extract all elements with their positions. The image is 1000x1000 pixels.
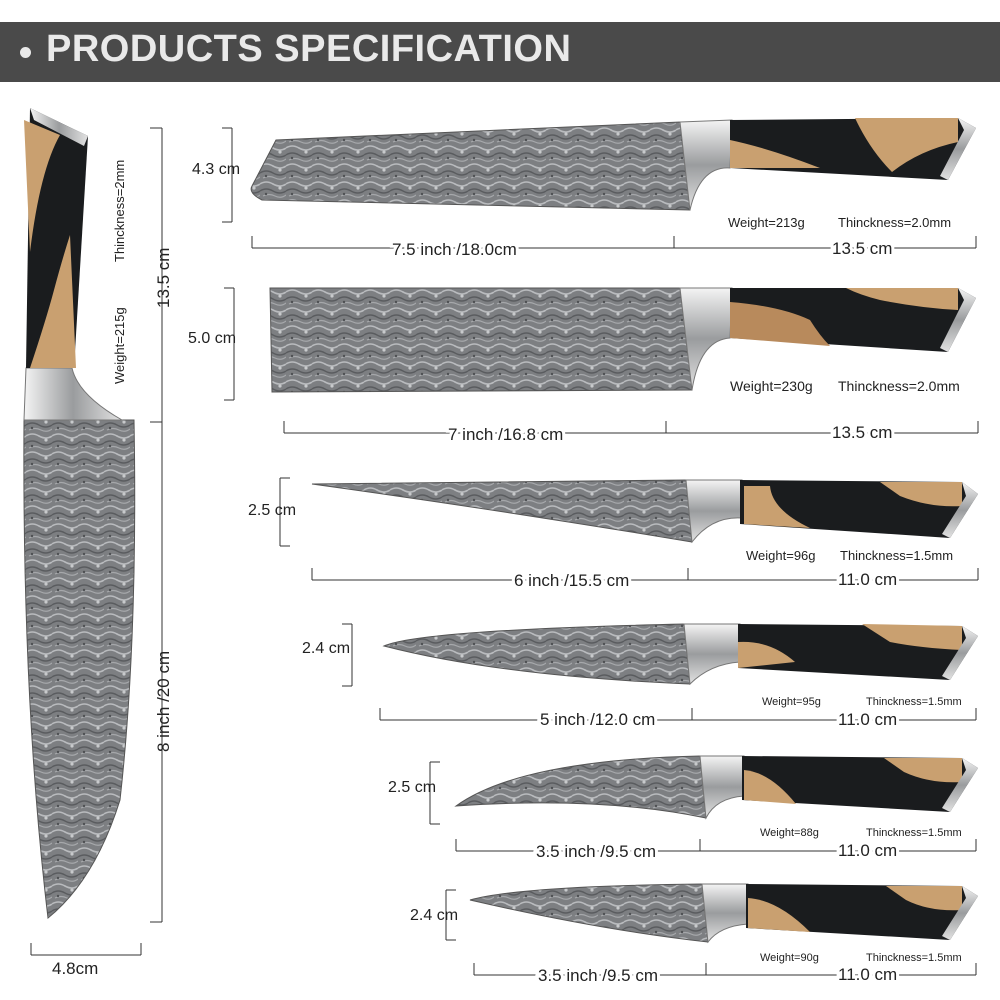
santoku-blade-length: 7.5 inch /18.0cm xyxy=(392,240,517,259)
paring-height: 2.4 cm xyxy=(410,907,458,924)
utility-blade xyxy=(382,623,691,685)
chef-knife-handle-wood xyxy=(24,120,60,252)
paring-blade-length: 3.5 inch /9.5 cm xyxy=(538,966,658,985)
chef-knife xyxy=(23,108,136,919)
utility-thickness: Thinckness=1.5mm xyxy=(866,696,962,708)
paring-thickness: Thinckness=1.5mm xyxy=(866,952,962,964)
chef-knife-bolster xyxy=(23,367,124,421)
utility-handle-length: 11.0 cm xyxy=(838,710,897,729)
chef-knife-weight: Weight=215g xyxy=(112,307,127,384)
santoku-dimension-lines xyxy=(222,127,977,249)
paring-bolster xyxy=(701,883,749,944)
paring-knife xyxy=(469,883,978,944)
utility-blade-length: 5 inch /12.0 cm xyxy=(540,710,655,729)
santoku-weight: Weight=213g xyxy=(728,215,805,230)
boning-handle-wood xyxy=(880,482,962,507)
paring-handle-length: 11.0 cm xyxy=(838,965,897,984)
santoku-blade xyxy=(250,121,691,211)
utility-handle-wood xyxy=(738,641,795,668)
curved-handle-wood xyxy=(744,770,796,804)
santoku-height: 4.3 cm xyxy=(192,161,240,178)
paring-blade xyxy=(469,883,709,943)
boning-bolster xyxy=(685,479,743,544)
curved-blade-length: 3.5 inch /9.5 cm xyxy=(536,842,656,861)
nakiri-bolster xyxy=(679,287,733,391)
boning-blade xyxy=(311,479,693,543)
nakiri-handle-wood xyxy=(730,302,830,346)
santoku-thickness: Thinckness=2.0mm xyxy=(838,215,951,230)
curved-knife xyxy=(454,755,978,820)
curved-end-cap xyxy=(942,758,978,812)
utility-height: 2.4 cm xyxy=(302,640,350,657)
santoku-handle-length: 13.5 cm xyxy=(832,239,892,258)
boning-end-cap xyxy=(942,482,978,538)
nakiri-blade-length: 7 inch /16.8 cm xyxy=(448,425,563,444)
paring-handle-wood xyxy=(748,898,810,932)
utility-weight: Weight=95g xyxy=(762,696,821,708)
boning-blade-length: 6 inch /15.5 cm xyxy=(514,571,629,590)
paring-end-cap xyxy=(942,886,978,940)
santoku-handle-wood xyxy=(730,140,820,168)
chef-knife-blade-width: 4.8cm xyxy=(52,959,98,978)
utility-dimension-lines xyxy=(342,623,977,721)
chef-knife-handle-wood xyxy=(30,235,76,368)
bullet-dot xyxy=(20,47,31,58)
boning-dimension-lines xyxy=(279,477,979,581)
utility-end-cap xyxy=(942,626,978,680)
santoku-end-cap xyxy=(940,118,976,180)
santoku-knife xyxy=(250,118,976,211)
nakiri-height: 5.0 cm xyxy=(188,330,236,347)
boning-handle-wood xyxy=(744,486,810,528)
curved-dimension-lines xyxy=(429,761,977,852)
chef-knife-blade xyxy=(23,419,136,919)
curved-height: 2.5 cm xyxy=(388,779,436,796)
santoku-handle-wood xyxy=(855,118,958,172)
boning-weight: Weight=96g xyxy=(746,548,816,563)
utility-knife xyxy=(382,623,978,686)
nakiri-dimension-lines xyxy=(224,287,979,434)
curved-bolster xyxy=(699,755,745,820)
paring-handle-wood xyxy=(886,886,962,911)
curved-handle-wood xyxy=(884,758,962,783)
chef-knife-blade-length: 8 inch /20 cm xyxy=(154,651,173,752)
curved-thickness: Thinckness=1.5mm xyxy=(866,827,962,839)
nakiri-handle-length: 13.5 cm xyxy=(832,423,892,442)
curved-handle-length: 11.0 cm xyxy=(838,841,897,860)
curved-blade xyxy=(454,755,707,819)
chef-knife-thickness: Thinckness=2mm xyxy=(112,160,127,262)
nakiri-thickness: Thinckness=2.0mm xyxy=(838,378,960,394)
chef-knife-end-cap xyxy=(30,108,88,146)
nakiri-handle-wood xyxy=(846,288,958,310)
nakiri-knife xyxy=(269,287,976,393)
chef-knife-dimension-lines xyxy=(30,127,163,956)
boning-thickness: Thinckness=1.5mm xyxy=(840,548,953,563)
utility-bolster xyxy=(683,623,741,686)
santoku-bolster xyxy=(679,119,733,211)
nakiri-end-cap xyxy=(940,288,976,352)
curved-weight: Weight=88g xyxy=(760,827,819,839)
page-title: PRODUCTS SPECIFICATION xyxy=(46,28,572,70)
boning-handle-length: 11.0 cm xyxy=(838,570,897,589)
nakiri-blade xyxy=(269,287,693,393)
boning-height: 2.5 cm xyxy=(248,502,296,519)
utility-handle-wood xyxy=(862,624,962,650)
chef-knife-handle-length: 13.5 cm xyxy=(154,248,173,308)
paring-weight: Weight=90g xyxy=(760,952,819,964)
paring-dimension-lines xyxy=(445,889,977,976)
nakiri-weight: Weight=230g xyxy=(730,378,813,394)
boning-knife xyxy=(311,479,978,544)
header-banner: PRODUCTS SPECIFICATION xyxy=(0,22,1000,82)
